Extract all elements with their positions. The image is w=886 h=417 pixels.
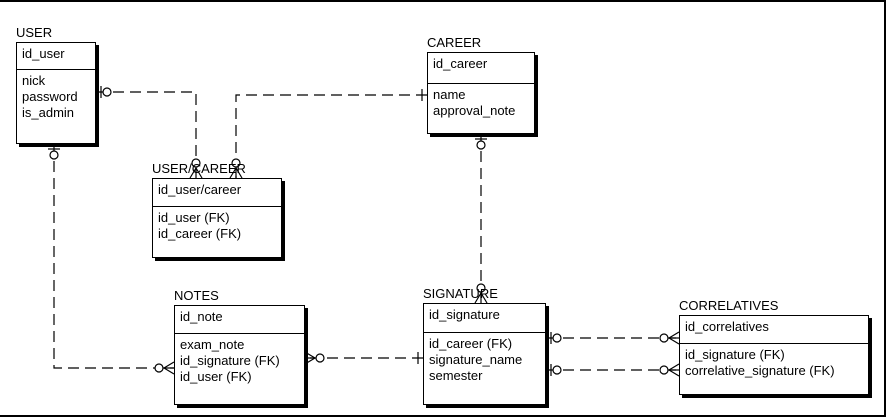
entity-career-primary-key: id_career xyxy=(428,53,534,84)
entity-attribute: id_signature (FK) xyxy=(180,353,280,368)
rel-signature-notes-many-end-crow-left xyxy=(304,357,316,365)
entity-attribute: name xyxy=(433,87,466,102)
entity-attribute: password xyxy=(22,89,78,104)
entity-user-primary-key: id_user xyxy=(17,43,95,70)
rel-signature-correlatives-1-many-end-circle xyxy=(659,333,669,343)
entity-user-career-primary-key: id_user/career xyxy=(153,179,281,207)
rel-user-notes-many-end-crow-right xyxy=(163,367,175,375)
rel-career-signature-many-end-crow-left xyxy=(480,292,488,304)
entity-correlatives-title: CORRELATIVES xyxy=(679,298,779,313)
rel-career-usercareer-many-end-crow-left xyxy=(235,167,243,179)
rel-signature-correlatives-1-many-end-crow-left xyxy=(668,331,680,339)
entity-attribute: id_career (FK) xyxy=(158,226,242,241)
entity-notes-title: NOTES xyxy=(174,288,219,303)
rel-user-usercareer-many-end-crow-left xyxy=(195,167,203,179)
entity-career-attributes: name approval_note xyxy=(428,84,534,119)
entity-attribute: correlative_signature (FK) xyxy=(685,363,835,378)
entity-notes-attributes: exam_note id_signature (FK) id_user (FK) xyxy=(175,334,304,385)
rel-career-signature-many-end-circle xyxy=(476,283,486,293)
entity-attribute: semester xyxy=(429,368,483,383)
rel-signature-notes-many-end-crow-right xyxy=(304,351,316,359)
rel-user-notes-user-end-circle xyxy=(49,150,59,160)
entity-attribute: signature_name xyxy=(429,352,523,367)
entity-user-career-title: USER/CAREER xyxy=(152,161,246,176)
entity-attribute: id_career (FK) xyxy=(429,336,513,351)
entity-attribute: approval_note xyxy=(433,103,516,118)
entity-attribute: exam_note xyxy=(180,337,245,352)
entity-signature[interactable]: id_signature id_career (FK) signature_na… xyxy=(423,303,546,405)
entity-correlatives-attributes: id_signature (FK) correlative_signature … xyxy=(680,344,868,379)
rel-user-usercareer-many-end-circle xyxy=(191,158,201,168)
entity-career[interactable]: id_career name approval_note xyxy=(427,52,535,134)
rel-user-notes-many-end-circle xyxy=(154,363,164,373)
rel-signature-correlatives-2-many-end-circle xyxy=(659,365,669,375)
frame-right-edge xyxy=(884,0,886,417)
entity-notes[interactable]: id_note exam_note id_signature (FK) id_u… xyxy=(174,305,305,405)
entity-attribute: id_user (FK) xyxy=(158,210,230,225)
rel-signature-notes-many-end-circle xyxy=(315,353,325,363)
entity-career-title: CAREER xyxy=(427,35,482,50)
entity-user[interactable]: id_user nick password is_admin xyxy=(16,42,96,144)
rel-user-usercareer-line xyxy=(96,91,197,178)
rel-signature-correlatives-2-many-end-crow-right xyxy=(668,369,680,377)
entity-notes-primary-key: id_note xyxy=(175,306,304,334)
entity-attribute: is_admin xyxy=(22,105,75,120)
rel-signature-correlatives-2-signature-end-circle xyxy=(552,365,562,375)
entity-attribute: nick xyxy=(22,73,46,88)
entity-signature-title: SIGNATURE xyxy=(423,286,498,301)
rel-career-signature-many-end-crow-right xyxy=(474,292,482,304)
rel-signature-correlatives-2-many-end-crow-left xyxy=(668,363,680,371)
rel-signature-correlatives-1-signature-end-circle xyxy=(552,333,562,343)
rel-career-usercareer-line xyxy=(235,94,427,178)
rel-user-notes-line xyxy=(53,144,174,369)
entity-signature-primary-key: id_signature xyxy=(424,304,545,333)
rel-career-usercareer-many-end-circle xyxy=(231,158,241,168)
rel-user-usercareer-user-end-circle xyxy=(102,87,112,97)
rel-career-usercareer-many-end-crow-right xyxy=(229,167,237,179)
entity-attribute: id_user (FK) xyxy=(180,369,252,384)
entity-user-career-attributes: id_user (FK) id_career (FK) xyxy=(153,207,281,242)
rel-signature-correlatives-1-many-end-crow-right xyxy=(668,337,680,345)
rel-career-signature-career-end-circle xyxy=(476,140,486,150)
entity-signature-attributes: id_career (FK) signature_name semester xyxy=(424,333,545,384)
entity-user-attributes: nick password is_admin xyxy=(17,70,95,121)
rel-user-usercareer-many-end-crow-right xyxy=(189,167,197,179)
frame-bottom-edge xyxy=(0,415,886,417)
entity-user-title: USER xyxy=(16,25,53,40)
entity-correlatives-primary-key: id_correlatives xyxy=(680,316,868,344)
frame-top-edge xyxy=(0,0,886,2)
entity-attribute: id_signature (FK) xyxy=(685,347,785,362)
entity-user-career[interactable]: id_user/career id_user (FK) id_career (F… xyxy=(152,178,282,258)
rel-user-notes-many-end-crow-left xyxy=(163,361,175,369)
entity-correlatives[interactable]: id_correlatives id_signature (FK) correl… xyxy=(679,315,869,395)
